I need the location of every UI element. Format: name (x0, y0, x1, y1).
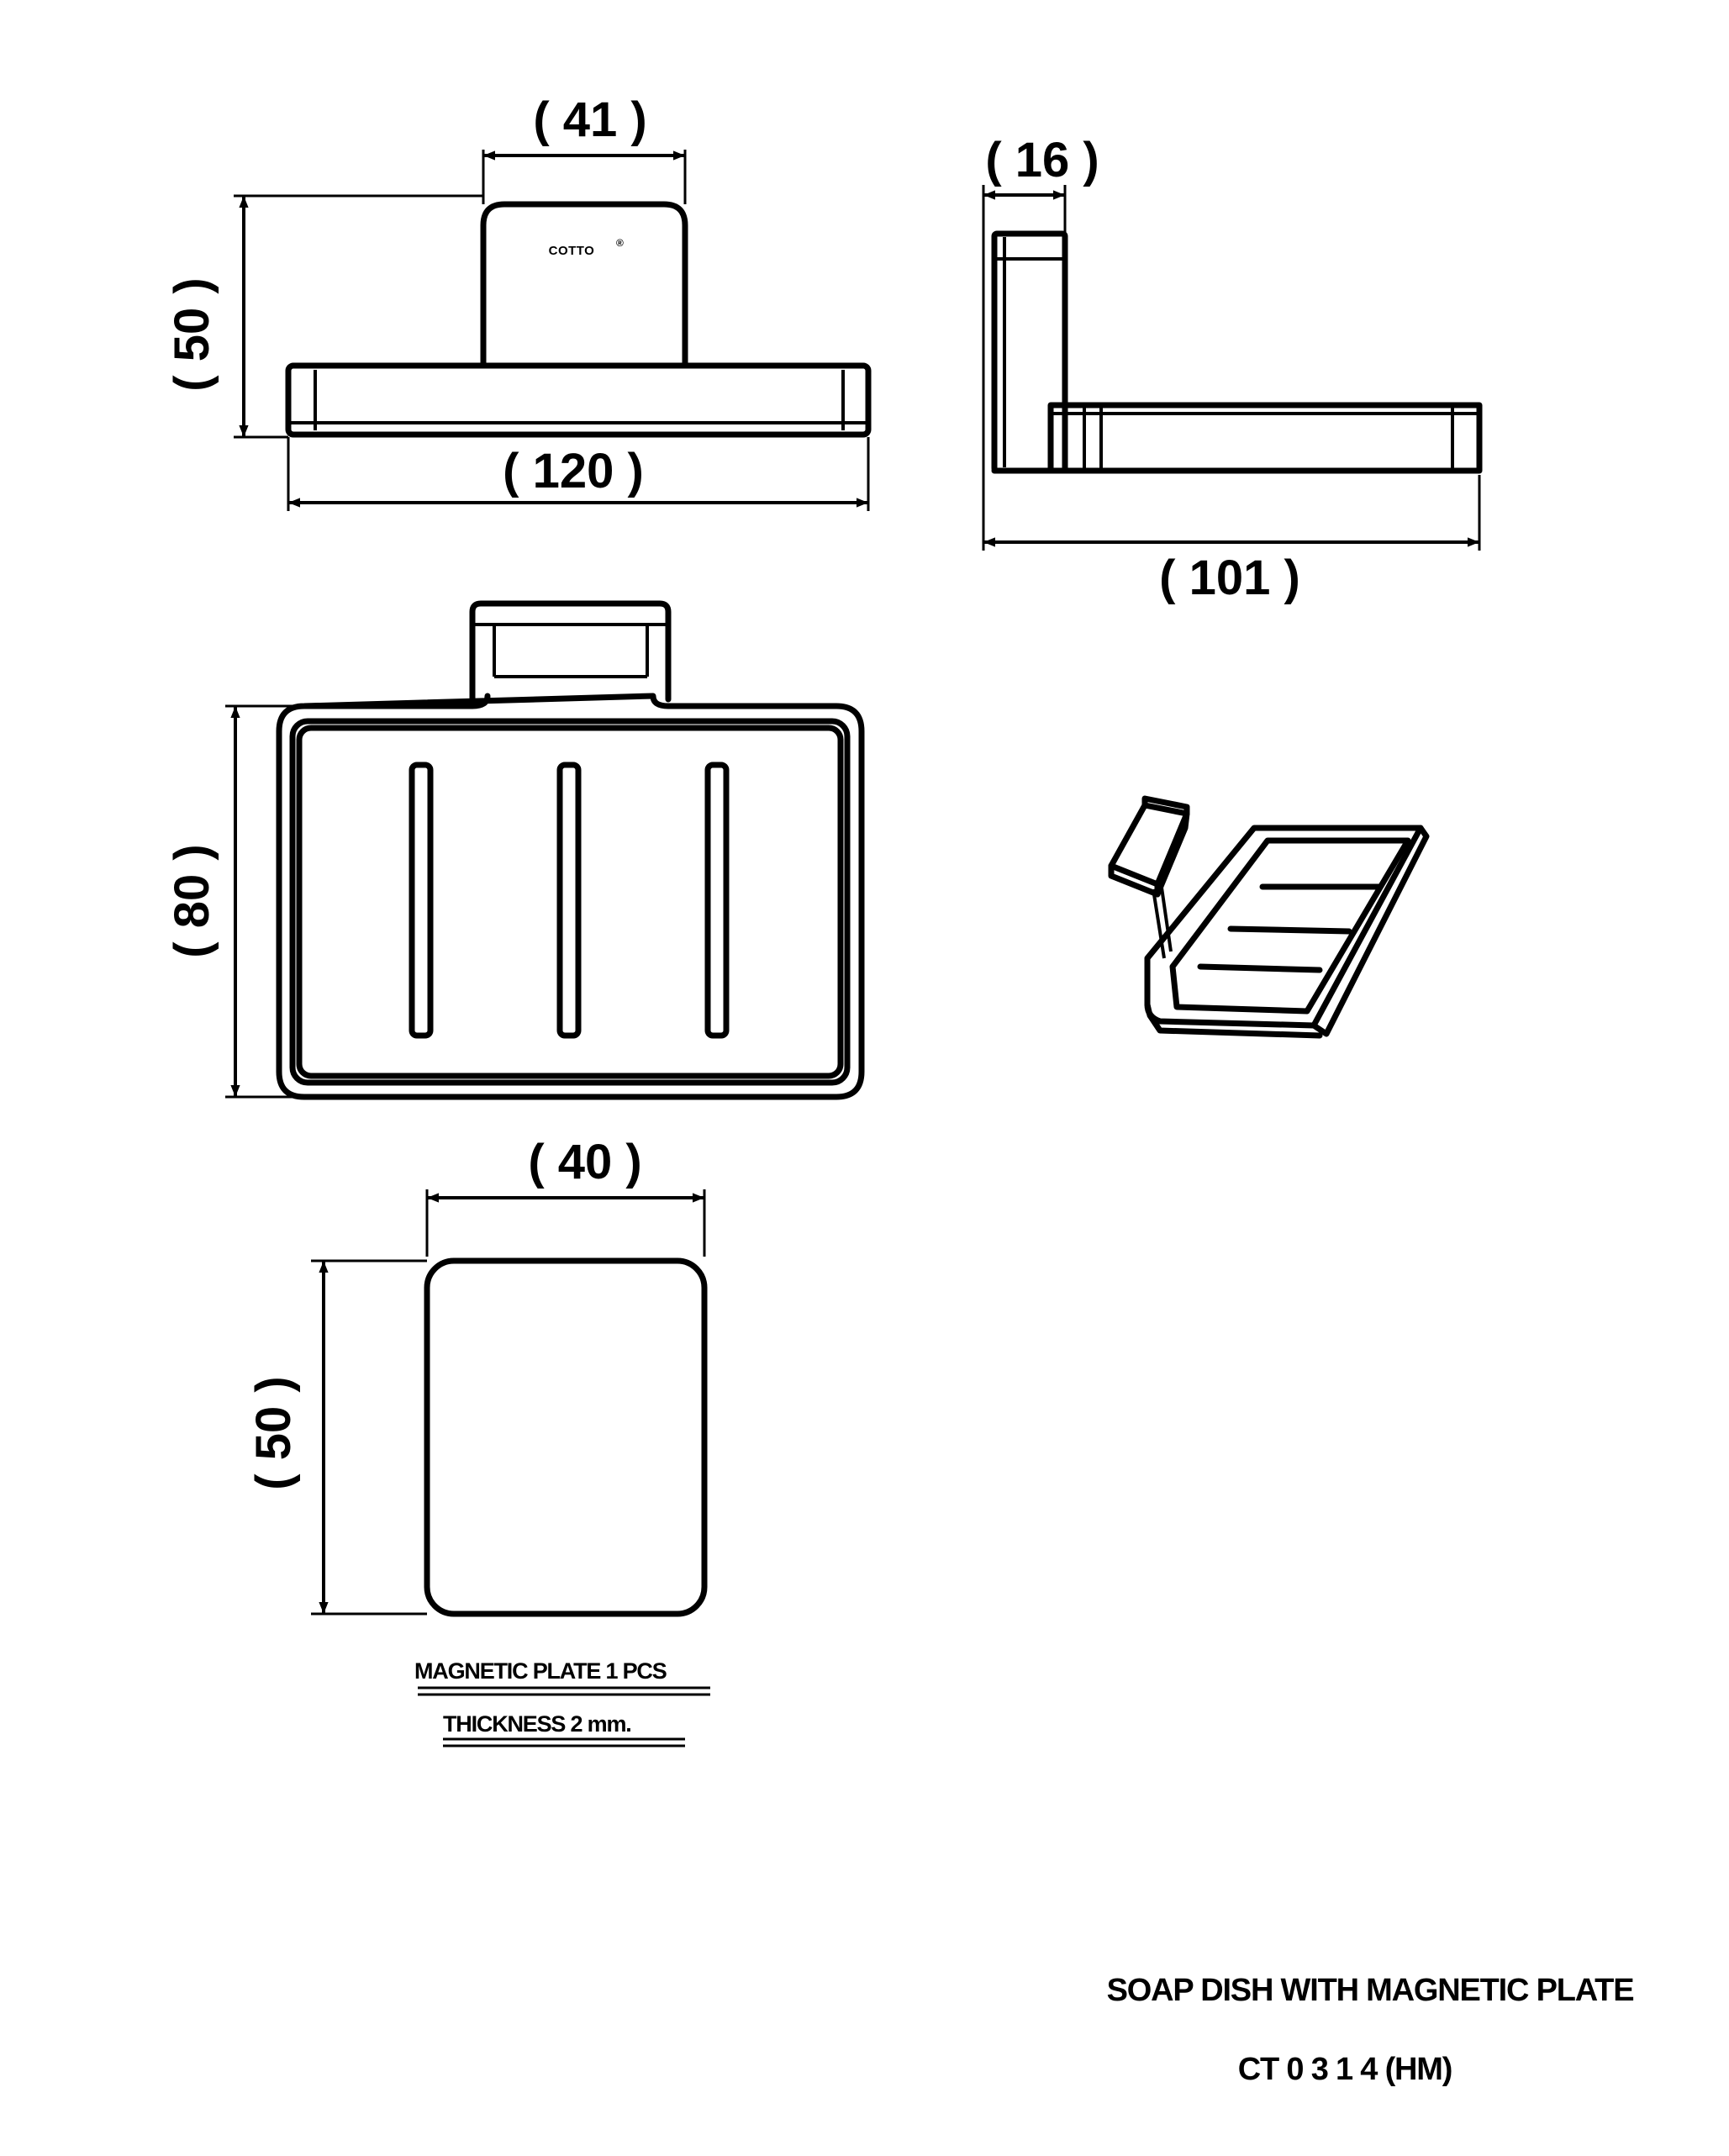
dim-label-mount-depth: ( 16 ) (985, 133, 1099, 187)
note-magnetic-plate: MAGNETIC PLATE 1 PCS (414, 1658, 667, 1684)
isometric-view (1108, 795, 1430, 1039)
dim-label-plate-width: ( 40 ) (528, 1135, 641, 1189)
drawing-title: SOAP DISH WITH MAGNETIC PLATE (1107, 1973, 1634, 2008)
note-thickness: THICKNESS 2 mm. (443, 1711, 631, 1737)
dim-label-top-depth: ( 80 ) (165, 844, 219, 957)
notes: MAGNETIC PLATE 1 PCS THICKNESS 2 mm. (414, 1658, 710, 1747)
top-view: ( 80 ) (165, 600, 865, 1100)
dim-label-plate-height: ( 50 ) (246, 1376, 301, 1489)
dim-label-front-height: ( 50 ) (165, 277, 219, 391)
brand-logo: COTTO (549, 244, 595, 258)
dim-label-mount-width: ( 41 ) (533, 92, 646, 147)
side-view: ( 16 ) ( 101 ) (982, 133, 1483, 605)
magnetic-plate-view: ( 40 ) ( 50 ) (246, 1135, 708, 1617)
svg-text:®: ® (616, 237, 624, 249)
front-view: COTTO ® ( 41 ) ( 50 ) ( 120 ) (165, 92, 872, 511)
title-block: SOAP DISH WITH MAGNETIC PLATE CT 0 3 1 4… (1107, 1973, 1635, 2087)
model-number: CT 0 3 1 4 (HM) (1238, 2052, 1452, 2087)
dim-label-side-depth: ( 101 ) (1159, 551, 1300, 605)
dim-label-front-width: ( 120 ) (503, 444, 644, 498)
